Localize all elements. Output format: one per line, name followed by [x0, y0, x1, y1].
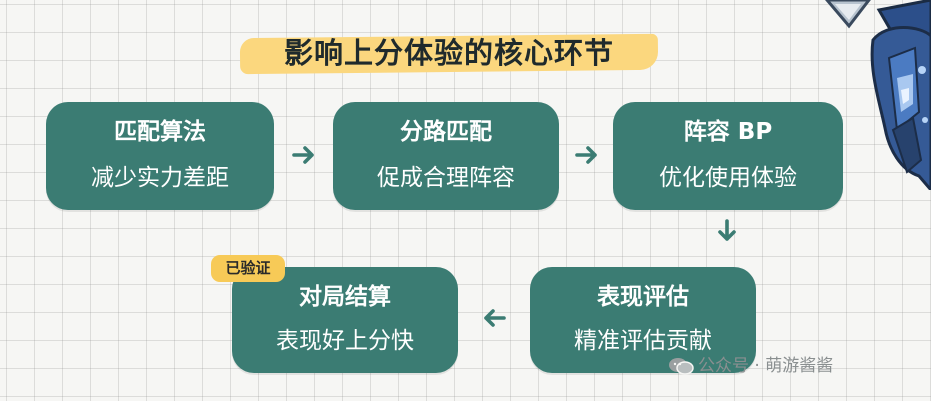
verified-badge: 已验证 — [211, 255, 285, 282]
node-subtitle: 促成合理阵容 — [377, 165, 515, 191]
watermark-text: 公众号 · 萌游酱酱 — [698, 356, 834, 376]
wechat-icon — [668, 356, 694, 376]
node-matching-algorithm: 匹配算法 减少实力差距 — [46, 102, 274, 210]
node-title: 表现评估 — [597, 284, 689, 310]
down-arrow-icon-svg — [718, 219, 736, 241]
node-subtitle: 优化使用体验 — [659, 165, 797, 191]
down-arrow-icon — [712, 217, 742, 247]
mascot-character-svg — [825, 0, 931, 190]
node-title: 对局结算 — [299, 284, 391, 310]
node-performance-evaluation: 表现评估 精准评估贡献 — [530, 267, 756, 373]
node-title: 匹配算法 — [114, 119, 206, 145]
diagram-title: 影响上分体验的核心环节 — [239, 28, 659, 76]
right-arrow-icon-svg — [575, 146, 597, 164]
node-title: 阵容 BP — [683, 119, 773, 145]
node-title: 分路匹配 — [400, 119, 492, 145]
mascot-character-image — [809, 0, 931, 190]
node-match-settlement: 对局结算 表现好上分快 — [232, 267, 458, 373]
node-subtitle: 表现好上分快 — [276, 328, 414, 354]
watermark: 公众号 · 萌游酱酱 — [668, 352, 833, 380]
right-arrow-icon — [290, 140, 320, 170]
title-text: 影响上分体验的核心环节 — [283, 36, 614, 70]
wechat-icon-svg — [669, 358, 694, 375]
node-lane-matching: 分路匹配 促成合理阵容 — [333, 102, 559, 210]
left-arrow-icon-svg — [484, 309, 506, 327]
right-arrow-icon — [573, 140, 603, 170]
left-arrow-icon — [478, 303, 508, 333]
node-subtitle: 减少实力差距 — [91, 165, 229, 191]
right-arrow-icon-svg — [292, 146, 314, 164]
node-subtitle: 精准评估贡献 — [574, 328, 712, 354]
node-lineup-bp: 阵容 BP 优化使用体验 — [613, 102, 843, 210]
